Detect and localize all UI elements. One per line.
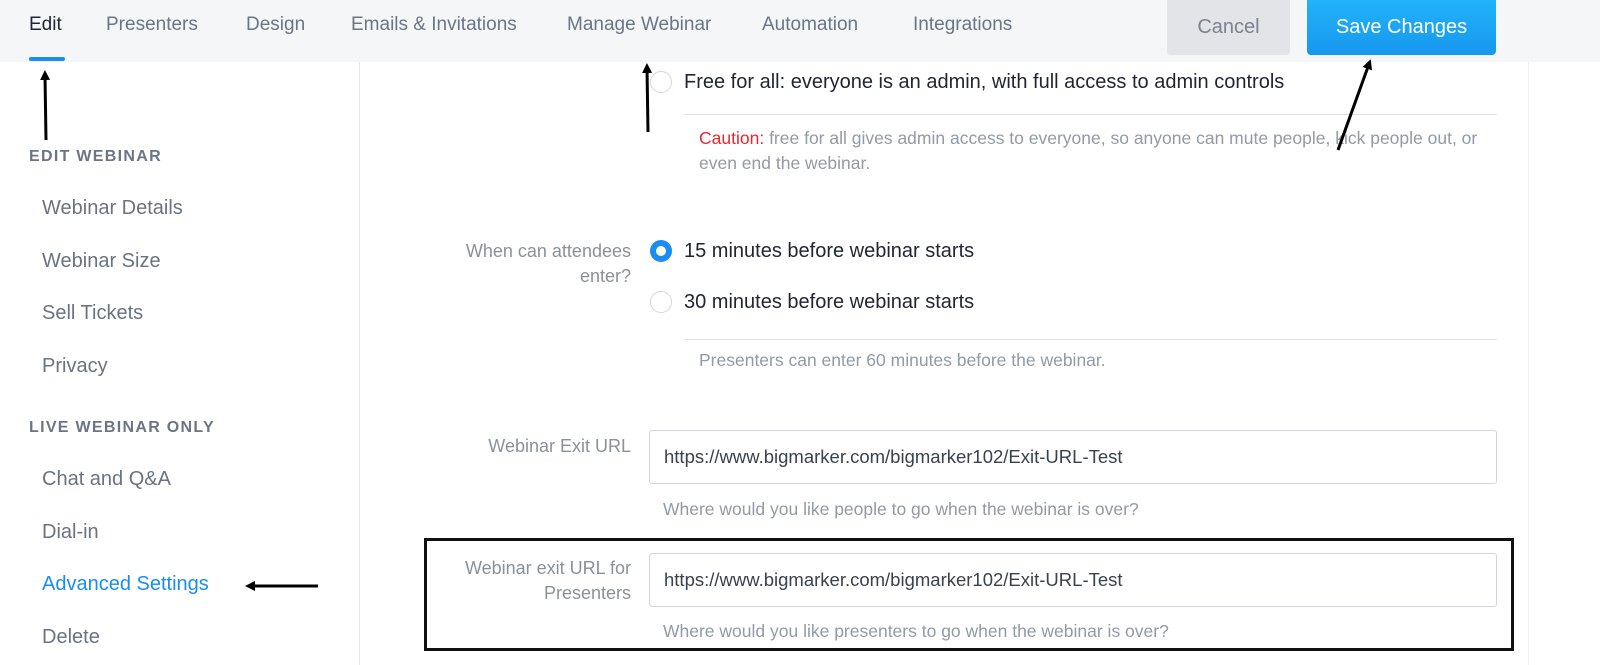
- tab-presenters[interactable]: Presenters: [106, 14, 198, 35]
- presenter-exit-url-input[interactable]: [649, 553, 1497, 607]
- exit-url-help: Where would you like people to go when t…: [663, 499, 1139, 519]
- sidebar-item-dial-in[interactable]: Dial-in: [42, 521, 99, 543]
- presenter-exit-url-help: Where would you like presenters to go wh…: [663, 621, 1169, 641]
- sidebar-item-delete[interactable]: Delete: [42, 626, 100, 648]
- sidebar-item-privacy[interactable]: Privacy: [42, 355, 108, 377]
- tab-integrations[interactable]: Integrations: [913, 14, 1013, 35]
- sidebar-item-webinar-size[interactable]: Webinar Size: [42, 250, 161, 272]
- free-for-all-label: Free for all: everyone is an admin, with…: [684, 71, 1285, 93]
- save-changes-button[interactable]: Save Changes: [1307, 0, 1496, 55]
- section-heading-edit-webinar: EDIT WEBINAR: [29, 148, 162, 165]
- cancel-button[interactable]: Cancel: [1167, 0, 1290, 55]
- caution-text: free for all gives admin access to every…: [699, 128, 1478, 173]
- option-15-minutes-label: 15 minutes before webinar starts: [684, 240, 975, 262]
- tab-manage-webinar[interactable]: Manage Webinar: [567, 14, 712, 35]
- tab-edit[interactable]: Edit: [29, 14, 62, 35]
- tab-automation[interactable]: Automation: [762, 14, 859, 35]
- divider: [684, 114, 1497, 115]
- caution-message: Caution: free for all gives admin access…: [699, 126, 1489, 176]
- radio-30-minutes[interactable]: [650, 291, 672, 313]
- sidebar-item-chat-qa[interactable]: Chat and Q&A: [42, 468, 171, 490]
- sidebar-item-advanced-settings[interactable]: Advanced Settings: [42, 573, 209, 595]
- section-heading-live-webinar-only: LIVE WEBINAR ONLY: [29, 419, 215, 436]
- attendee-entry-label: When can attendees enter?: [465, 241, 631, 286]
- exit-url-input[interactable]: [649, 430, 1497, 484]
- radio-free-for-all[interactable]: [650, 71, 672, 93]
- top-navigation-bar: Edit Presenters Design Emails & Invitati…: [0, 0, 1600, 62]
- presenter-entry-note: Presenters can enter 60 minutes before t…: [699, 350, 1106, 370]
- annotation-highlight-box: [424, 538, 1514, 651]
- sidebar-item-webinar-details[interactable]: Webinar Details: [42, 197, 183, 219]
- radio-15-minutes[interactable]: [650, 240, 672, 262]
- caution-label: Caution:: [699, 128, 765, 148]
- active-tab-indicator: [29, 57, 65, 61]
- tab-design[interactable]: Design: [246, 14, 306, 35]
- exit-url-label: Webinar Exit URL: [488, 436, 631, 456]
- sidebar-item-sell-tickets[interactable]: Sell Tickets: [42, 302, 144, 324]
- advanced-settings-panel: Free for all: everyone is an admin, with…: [361, 62, 1529, 665]
- option-30-minutes-label: 30 minutes before webinar starts: [684, 291, 975, 313]
- settings-sidebar: EDIT WEBINAR Webinar Details Webinar Siz…: [0, 62, 360, 665]
- presenter-exit-url-label: Webinar exit URL for Presenters: [464, 558, 631, 603]
- divider: [684, 339, 1497, 340]
- tab-emails-invitations[interactable]: Emails & Invitations: [351, 14, 517, 35]
